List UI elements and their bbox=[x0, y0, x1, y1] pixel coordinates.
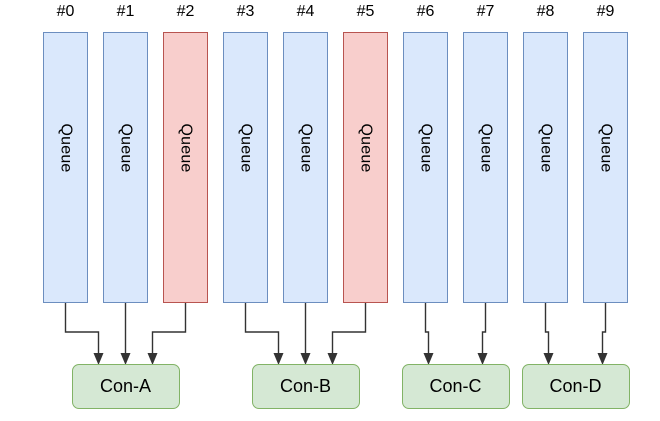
queue-label: Queue bbox=[57, 123, 75, 173]
queue-bar: Queue bbox=[163, 31, 208, 303]
consumer-box: Con-C bbox=[401, 364, 510, 409]
queue-bar: Queue bbox=[523, 31, 568, 303]
queue-label: Queue bbox=[177, 123, 195, 173]
queue-label: Queue bbox=[417, 123, 435, 173]
consumer-box: Con-B bbox=[251, 364, 360, 409]
queue-label: Queue bbox=[357, 123, 375, 173]
consumer-label: Con-B bbox=[279, 376, 332, 396]
queue-id-label: #5 bbox=[356, 3, 375, 20]
queue-id-label: #3 bbox=[236, 3, 255, 20]
queue-id-label: #7 bbox=[476, 3, 495, 20]
consumer-label: Con-A bbox=[99, 376, 152, 396]
connector-line bbox=[151, 303, 187, 354]
consumer-label: Con-C bbox=[429, 376, 482, 396]
connector-line bbox=[424, 303, 430, 354]
queue-bar: Queue bbox=[463, 31, 508, 303]
queue-id-label: #2 bbox=[176, 3, 195, 20]
queue-bar: Queue bbox=[343, 31, 388, 303]
queue-label: Queue bbox=[477, 123, 495, 173]
queue-id-label: #0 bbox=[56, 3, 75, 20]
queue-label: Queue bbox=[537, 123, 555, 173]
queue-id-label: #6 bbox=[416, 3, 435, 20]
queue-id-label: #9 bbox=[596, 3, 615, 20]
queue-label: Queue bbox=[237, 123, 255, 173]
connector-line bbox=[601, 303, 607, 354]
queue-bar: Queue bbox=[103, 31, 148, 303]
queue-bar: Queue bbox=[43, 31, 88, 303]
queue-label: Queue bbox=[117, 123, 135, 173]
queue-label: Queue bbox=[597, 123, 615, 173]
queue-id-label: #4 bbox=[296, 3, 315, 20]
queue-bar: Queue bbox=[403, 31, 448, 303]
consumer-box: Con-A bbox=[71, 364, 180, 409]
queue-bar: Queue bbox=[223, 31, 268, 303]
queue-label: Queue bbox=[297, 123, 315, 173]
queue-id-label: #1 bbox=[116, 3, 135, 20]
connector-line bbox=[64, 303, 100, 354]
connector-line bbox=[244, 303, 280, 354]
connector-line bbox=[331, 303, 367, 354]
queue-bar: Queue bbox=[283, 31, 328, 303]
consumer-box: Con-D bbox=[521, 364, 630, 409]
queue-id-label: #8 bbox=[536, 3, 555, 20]
consumer-label: Con-D bbox=[549, 376, 602, 396]
connector-line bbox=[544, 303, 550, 354]
connector-line bbox=[481, 303, 487, 354]
queue-bar: Queue bbox=[583, 31, 628, 303]
